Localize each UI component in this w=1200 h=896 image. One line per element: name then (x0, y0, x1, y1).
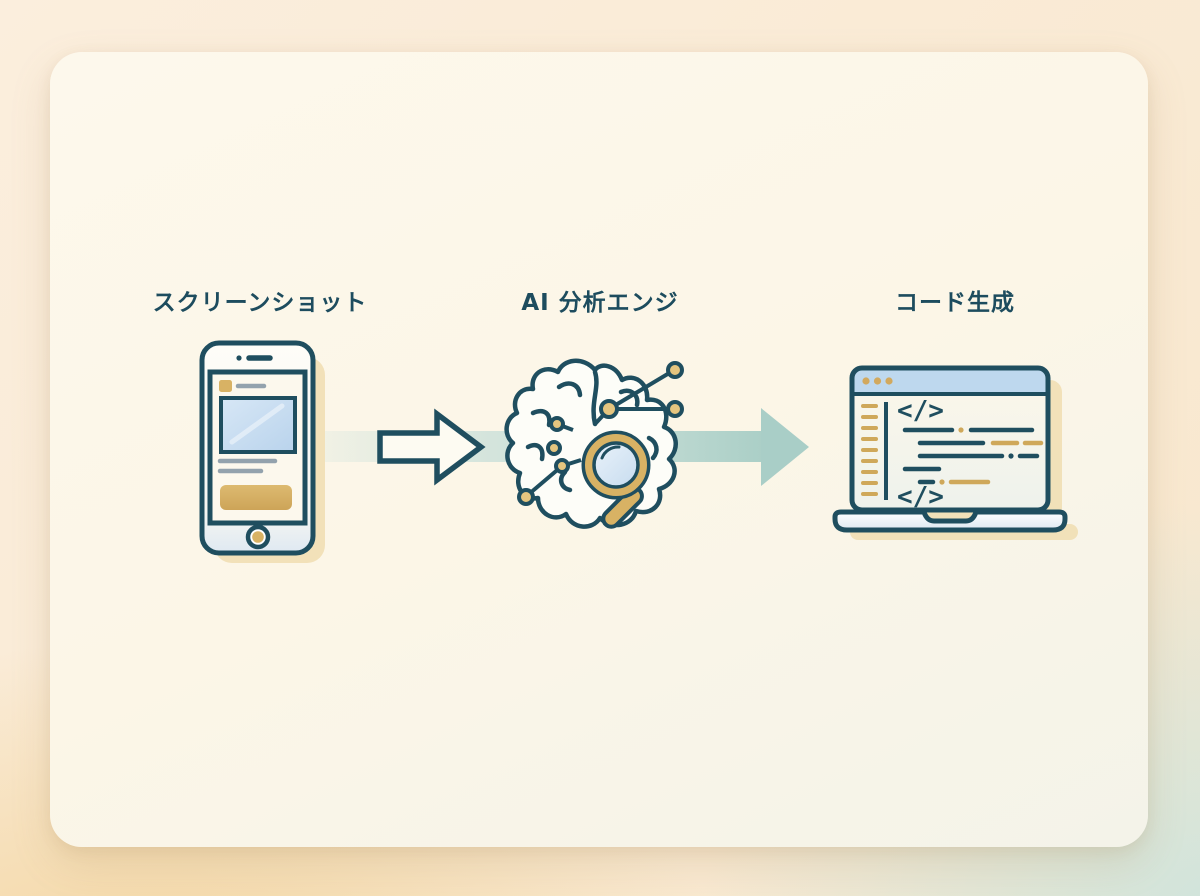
image-highlight (229, 403, 285, 445)
circuit-network (517, 361, 684, 506)
circuit-node (666, 361, 684, 379)
brain-fold-1 (556, 381, 583, 398)
line-number-gutter (861, 404, 878, 496)
code-open-tag: </> (897, 396, 944, 426)
code-close-tag: </> (897, 482, 944, 512)
laptop-base (832, 509, 1068, 533)
step-label-ai-analysis: AI 分析エンジ (521, 290, 679, 316)
circuit-node (599, 399, 619, 419)
smartphone-icon (199, 340, 316, 556)
step-label-screenshot: スクリーンショット (152, 290, 368, 316)
window-dots-icon (862, 377, 893, 385)
laptop-code-icon: </> </> (832, 365, 1068, 533)
circuit-node (554, 458, 570, 474)
screen-button-block (220, 485, 292, 510)
flow-arrowhead-icon (761, 408, 809, 486)
phone-camera-dot (236, 355, 242, 361)
laptop-window-outline (849, 365, 1051, 513)
brain-fold-3 (525, 442, 545, 462)
magnifier-lens (592, 441, 640, 489)
laptop-window (852, 368, 1048, 510)
magnifier-icon (581, 430, 651, 529)
lens-highlight (600, 445, 621, 460)
arrow-right-icon (377, 408, 486, 486)
circuit-node (546, 440, 562, 456)
brain-fold-5 (646, 435, 659, 461)
ai-brain-magnifier-icon (504, 358, 684, 529)
screen-image-block (219, 396, 297, 454)
step-label-code-generation: コード生成 (895, 290, 1015, 316)
circuit-node (666, 400, 684, 418)
magnifier-gold-ring (585, 434, 647, 496)
circuit-node (549, 416, 565, 432)
screen-avatar-block (219, 380, 232, 392)
home-button-dot (252, 531, 264, 543)
magnifier-handle (601, 486, 644, 529)
brain-fissure (591, 369, 599, 427)
laptop-titlebar (852, 368, 1048, 394)
circuit-node (517, 488, 535, 506)
code-lines (902, 427, 1044, 485)
